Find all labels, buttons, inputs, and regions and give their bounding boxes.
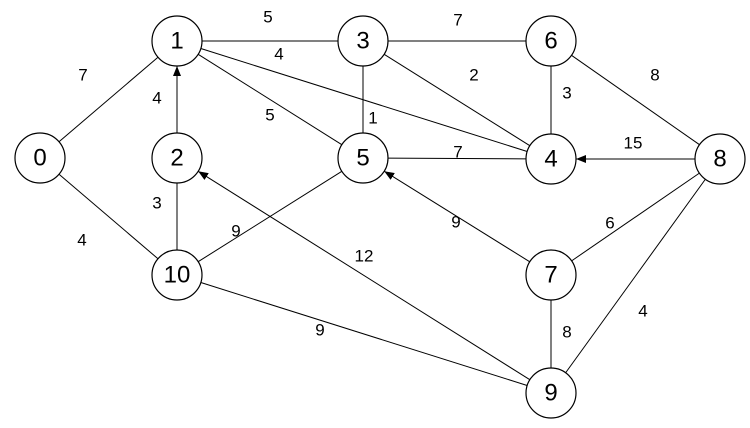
node-6: 6 (525, 15, 577, 67)
node-label: 10 (164, 262, 191, 289)
node-label: 1 (170, 28, 183, 55)
edge-weight-5-4: 7 (453, 143, 462, 162)
edge-8-7 (571, 172, 700, 262)
node-2: 2 (151, 132, 203, 184)
edge-0-1 (58, 56, 159, 143)
node-4: 4 (525, 133, 577, 185)
edge-weight-0-1: 7 (78, 66, 87, 85)
edge-weight-10-9: 9 (315, 321, 324, 340)
node-label: 2 (170, 145, 183, 172)
edges-layer (58, 40, 706, 386)
node-label: 5 (356, 145, 369, 172)
node-9: 9 (525, 367, 577, 419)
edge-weight-6-4: 3 (562, 84, 571, 103)
edge-weight-8-9: 4 (638, 302, 647, 321)
node-0: 0 (14, 132, 66, 184)
edge-weight-3-6: 7 (453, 11, 462, 30)
node-label: 7 (544, 262, 557, 289)
node-10: 10 (151, 249, 203, 301)
edge-weight-10-2: 3 (152, 194, 161, 213)
node-circle (151, 249, 203, 301)
edge-weight-8-7: 6 (605, 214, 614, 233)
edge-weight-1-3: 5 (263, 8, 272, 27)
edge-weight-1-5: 5 (265, 106, 274, 125)
node-1: 1 (151, 15, 203, 67)
edge-weight-0-10: 4 (77, 231, 86, 250)
edge-weight-10-5: 9 (231, 222, 240, 241)
edge-weight-7-9: 8 (562, 323, 571, 342)
edge-1-4 (200, 48, 528, 152)
edge-weight-6-8: 8 (650, 66, 659, 85)
node-label: 0 (33, 145, 46, 172)
edge-0-10 (58, 173, 159, 260)
edge-1-5 (197, 53, 343, 146)
node-label: 3 (356, 28, 369, 55)
node-circle (337, 15, 389, 67)
edge-5-4 (387, 157, 527, 160)
edge-6-8 (571, 54, 700, 146)
edge-weight-8-4: 15 (624, 134, 643, 153)
node-circle (151, 15, 203, 67)
node-8: 8 (694, 133, 746, 185)
edge-10-9 (200, 282, 528, 386)
edge-9-2 (197, 170, 531, 381)
edge-weight-7-5: 9 (451, 213, 460, 232)
node-circle (525, 15, 577, 67)
node-5: 5 (337, 132, 389, 184)
node-label: 8 (713, 146, 726, 173)
edge-weight-3-4: 2 (469, 66, 478, 85)
edge-weight-3-5: 1 (368, 109, 377, 128)
edge-3-4 (383, 53, 531, 147)
node-3: 3 (337, 15, 389, 67)
edge-weight-9-2: 12 (355, 247, 374, 266)
node-circle (694, 133, 746, 185)
edge-weight-1-4: 4 (274, 45, 283, 64)
node-label: 6 (544, 28, 557, 55)
edge-weight-2-1: 4 (152, 89, 161, 108)
edge-7-5 (383, 170, 531, 263)
node-circle (525, 133, 577, 185)
node-circle (337, 132, 389, 184)
node-label: 9 (544, 380, 557, 407)
node-circle (525, 367, 577, 419)
node-circle (14, 132, 66, 184)
node-label: 4 (544, 146, 557, 173)
node-circle (151, 132, 203, 184)
node-circle (525, 249, 577, 301)
node-7: 7 (525, 249, 577, 301)
edge-8-9 (565, 178, 706, 374)
